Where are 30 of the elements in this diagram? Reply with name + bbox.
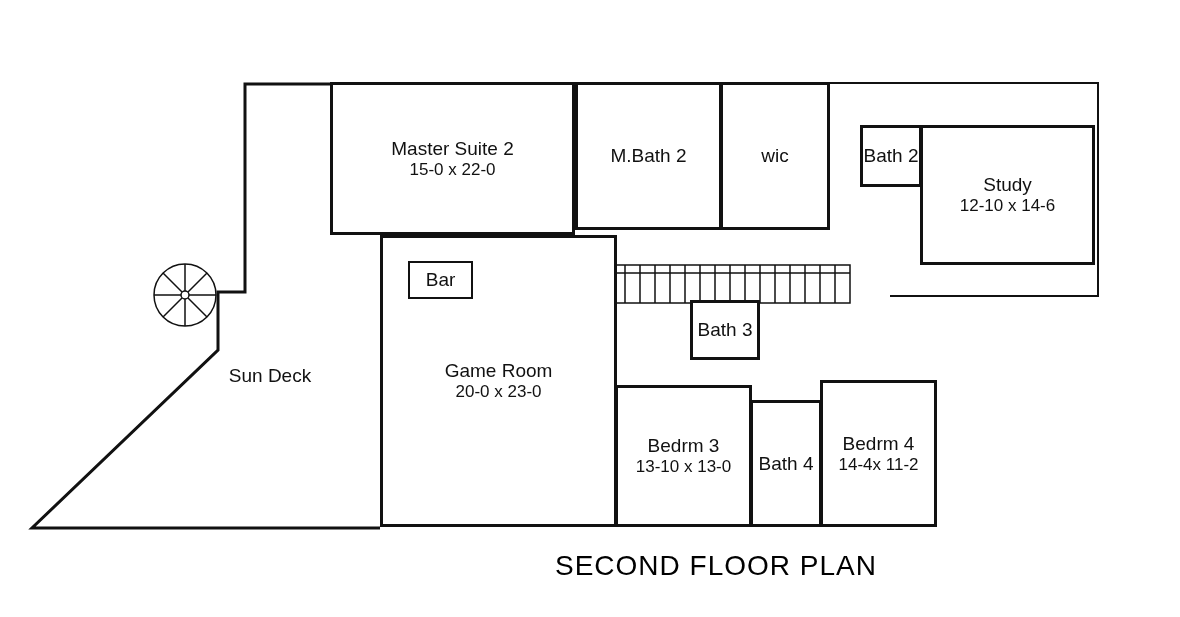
room-name: Bath 4 <box>758 452 814 475</box>
room-name: Bedrm 3 <box>647 435 720 457</box>
room-dimensions: 15-0 x 22-0 <box>409 159 496 180</box>
plan-title: SECOND FLOOR PLAN <box>555 550 877 582</box>
deck-area <box>30 82 380 530</box>
room-outline <box>920 125 1095 265</box>
room-name: Master Suite 2 <box>391 137 514 160</box>
room-dimensions: 13-10 x 13-0 <box>635 457 732 477</box>
room-name: Bedrm 4 <box>842 432 915 455</box>
room-name: Study <box>983 174 1032 196</box>
room-outline <box>860 125 922 187</box>
room-outline <box>690 300 760 360</box>
room-outline <box>330 82 575 235</box>
room-dimensions: 14-4x 11-2 <box>838 454 919 475</box>
room-outline <box>720 82 830 230</box>
room-name: Bath 3 <box>697 319 753 341</box>
room-name: Game Room <box>444 360 553 382</box>
room-name: Bar <box>425 269 456 291</box>
room-name: Sun Deck <box>228 365 312 387</box>
room-outline <box>820 380 937 527</box>
room-outline <box>750 400 822 527</box>
room-outline <box>615 385 752 527</box>
counter-outline <box>408 261 473 299</box>
room-outline <box>575 82 722 230</box>
room-dimensions: 12-10 x 14-6 <box>959 196 1056 216</box>
room-name: Bath 2 <box>863 145 919 167</box>
room-outline <box>380 235 617 527</box>
room-name: M.Bath 2 <box>610 145 687 167</box>
room-dimensions: 20-0 x 23-0 <box>455 382 542 402</box>
room-name: wic <box>761 145 789 167</box>
